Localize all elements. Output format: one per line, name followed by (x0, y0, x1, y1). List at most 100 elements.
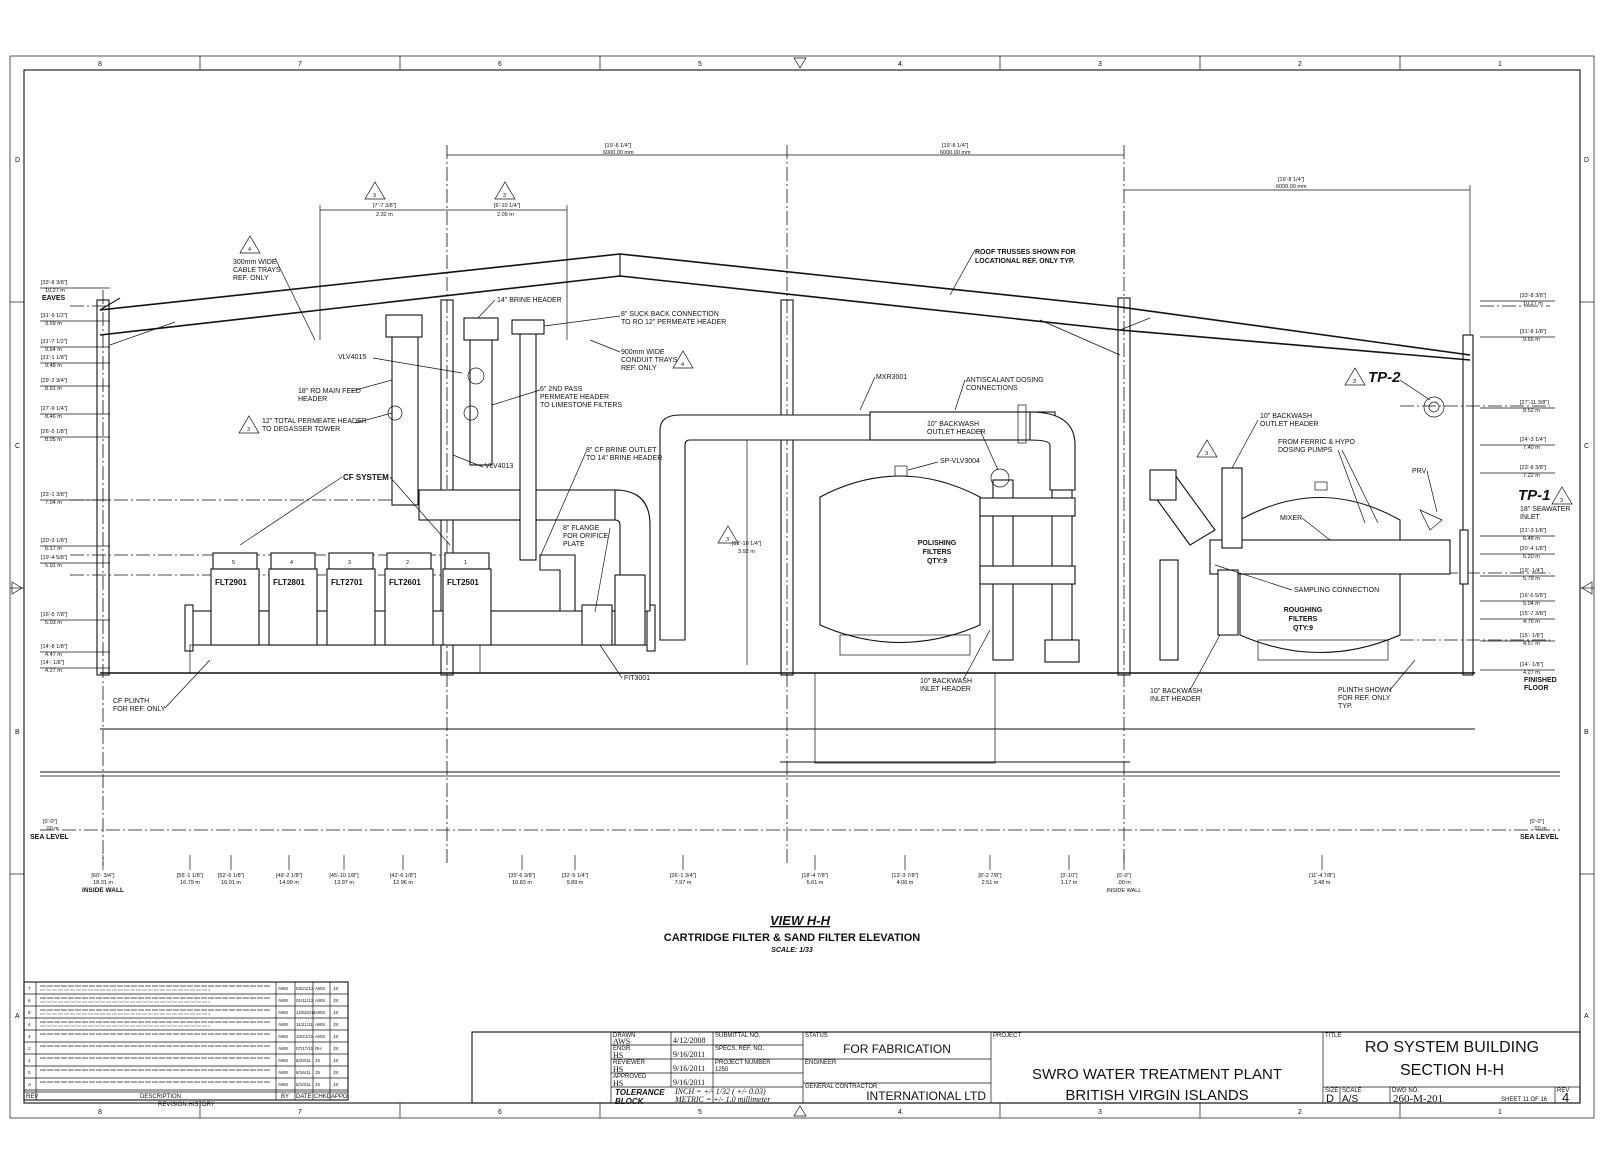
svg-text:VLV4015: VLV4015 (338, 354, 366, 361)
sheet-title-line2: SECTION H-H (1400, 1062, 1504, 1079)
svg-text:[18'-4 7/8"]: [18'-4 7/8"] (802, 873, 829, 879)
svg-text:12.96 m: 12.96 m (393, 880, 413, 886)
engr-date: 9/16/2011 (673, 1050, 705, 1059)
top-dimensions: [19'-8 1/4"] 6000.00 mm [19'-8 1/4"] 600… (319, 143, 1471, 665)
drawn-date: 4/12/2008 (673, 1036, 705, 1045)
note-mxr3001: MXR3001 (859, 374, 907, 411)
status-value: FOR FABRICATION (843, 1042, 951, 1056)
svg-text:5.79 m: 5.79 m (1523, 576, 1540, 582)
svg-text:2: 2 (28, 1046, 31, 1051)
col-label: 7 (298, 61, 302, 68)
svg-text:SP-VLV3004: SP-VLV3004 (940, 458, 980, 465)
svg-text:18.31 m: 18.31 m (93, 880, 113, 886)
dim-text: [12'-10 1/4"] (732, 541, 762, 547)
revision-triangle: 3 (238, 415, 260, 434)
revision-triangle: 4 (672, 350, 694, 369)
bottom-dimension: [26'-1 3/4"]7.97 m (670, 855, 697, 886)
svg-text:[14'- 1/8"]: [14'- 1/8"] (1520, 662, 1544, 668)
col-label: 5 (698, 61, 702, 68)
svg-text:JS: JS (333, 986, 338, 991)
svg-text:.00 m: .00 m (1533, 826, 1547, 832)
svg-text:SEA LEVEL: SEA LEVEL (1520, 834, 1559, 841)
svg-text:13.97 m: 13.97 m (334, 880, 354, 886)
svg-text:03/21/12: 03/21/12 (296, 986, 314, 991)
note-prv: PRV (1412, 468, 1438, 513)
svg-text:9.69 m: 9.69 m (45, 321, 62, 327)
cf-filter-number: 2 (406, 560, 409, 566)
svg-text:5.91 m: 5.91 m (45, 563, 62, 569)
svg-text:7.40 m: 7.40 m (1523, 445, 1540, 451)
dim-text: 6000.00 mm (603, 150, 634, 156)
svg-text:AWS: AWS (315, 1010, 325, 1015)
svg-text:AWS: AWS (278, 986, 288, 991)
svg-text:[35'-6 3/8"]: [35'-6 3/8"] (509, 873, 536, 879)
svg-text:4: 4 (248, 247, 251, 253)
row-label: C (1584, 443, 1589, 450)
elevation-marker: [24'-3 1/4"]7.40 m (1480, 437, 1555, 451)
dim-text: [6'-10 1/4"] (494, 203, 521, 209)
approved-date: 9/16/2011 (673, 1078, 705, 1087)
svg-text:7.97 m: 7.97 m (675, 880, 692, 886)
svg-text:2.51 m: 2.51 m (982, 880, 999, 886)
col-label: 5 (698, 1109, 702, 1116)
note-brine-header: 14" BRINE HEADER (477, 297, 562, 319)
dim-text: 6000.00 mm (940, 150, 971, 156)
svg-text:16.79 m: 16.79 m (180, 880, 200, 886)
svg-text:6.17 m: 6.17 m (45, 546, 62, 552)
svg-text:[27'-9 1/4"]: [27'-9 1/4"] (41, 406, 68, 412)
svg-text:[15'- 1/8"]: [15'- 1/8"] (1520, 633, 1544, 639)
note-fit3001: FIT3001 (599, 644, 650, 682)
svg-text:4.76 m: 4.76 m (1523, 619, 1540, 625)
elevation-marker: [20'-3 1/8"]6.17 m (40, 538, 110, 552)
elevation-marker: [16'-5 7/8"]5.03 m (40, 612, 110, 626)
svg-text:0: 0 (28, 1070, 31, 1075)
revision-triangle: 4 (239, 235, 261, 254)
col-label: 8 (98, 61, 102, 68)
svg-text:JS: JS (315, 1070, 320, 1075)
svg-text:[60'- 3/4"]: [60'- 3/4"] (91, 873, 115, 879)
svg-text:[26'-1 3/4"]: [26'-1 3/4"] (670, 873, 697, 879)
col-label: 6 (498, 61, 502, 68)
border-column-labels: 8 7 6 5 4 3 2 1 8 7 6 5 4 3 2 1 D C B A … (15, 61, 1589, 1116)
svg-text:5.03 m: 5.03 m (45, 620, 62, 626)
svg-text:[31'-9 1/2"]: [31'-9 1/2"] (41, 313, 68, 319)
svg-text:9.64 m: 9.64 m (45, 347, 62, 353)
svg-text:3.48 m: 3.48 m (1314, 880, 1331, 886)
col-label: 1 (1498, 1109, 1502, 1116)
elevation-marker: [27'-11 3/8"]8.52 m (1480, 400, 1555, 414)
rev-header: APPD (331, 1094, 348, 1100)
svg-text:[52'-6 1/8"]: [52'-6 1/8"] (218, 873, 245, 879)
tb-label: SCALE (1342, 1088, 1362, 1094)
tb-label: PROJECT (993, 1033, 1021, 1039)
col-label: 4 (898, 1109, 902, 1116)
svg-text:3: 3 (373, 193, 376, 199)
note-vlv4013: VLV4013 (452, 454, 513, 470)
svg-text:EAVES: EAVES (42, 295, 66, 302)
svg-text:4.27 m: 4.27 m (45, 668, 62, 674)
svg-text:[20'-4 1/8"]: [20'-4 1/8"] (1520, 546, 1547, 552)
tb-label: TITLE (1325, 1033, 1341, 1039)
rev-header: REV (26, 1094, 38, 1100)
svg-text:3: 3 (247, 427, 250, 433)
svg-text:[29'-2 3/4"]: [29'-2 3/4"] (41, 378, 68, 384)
